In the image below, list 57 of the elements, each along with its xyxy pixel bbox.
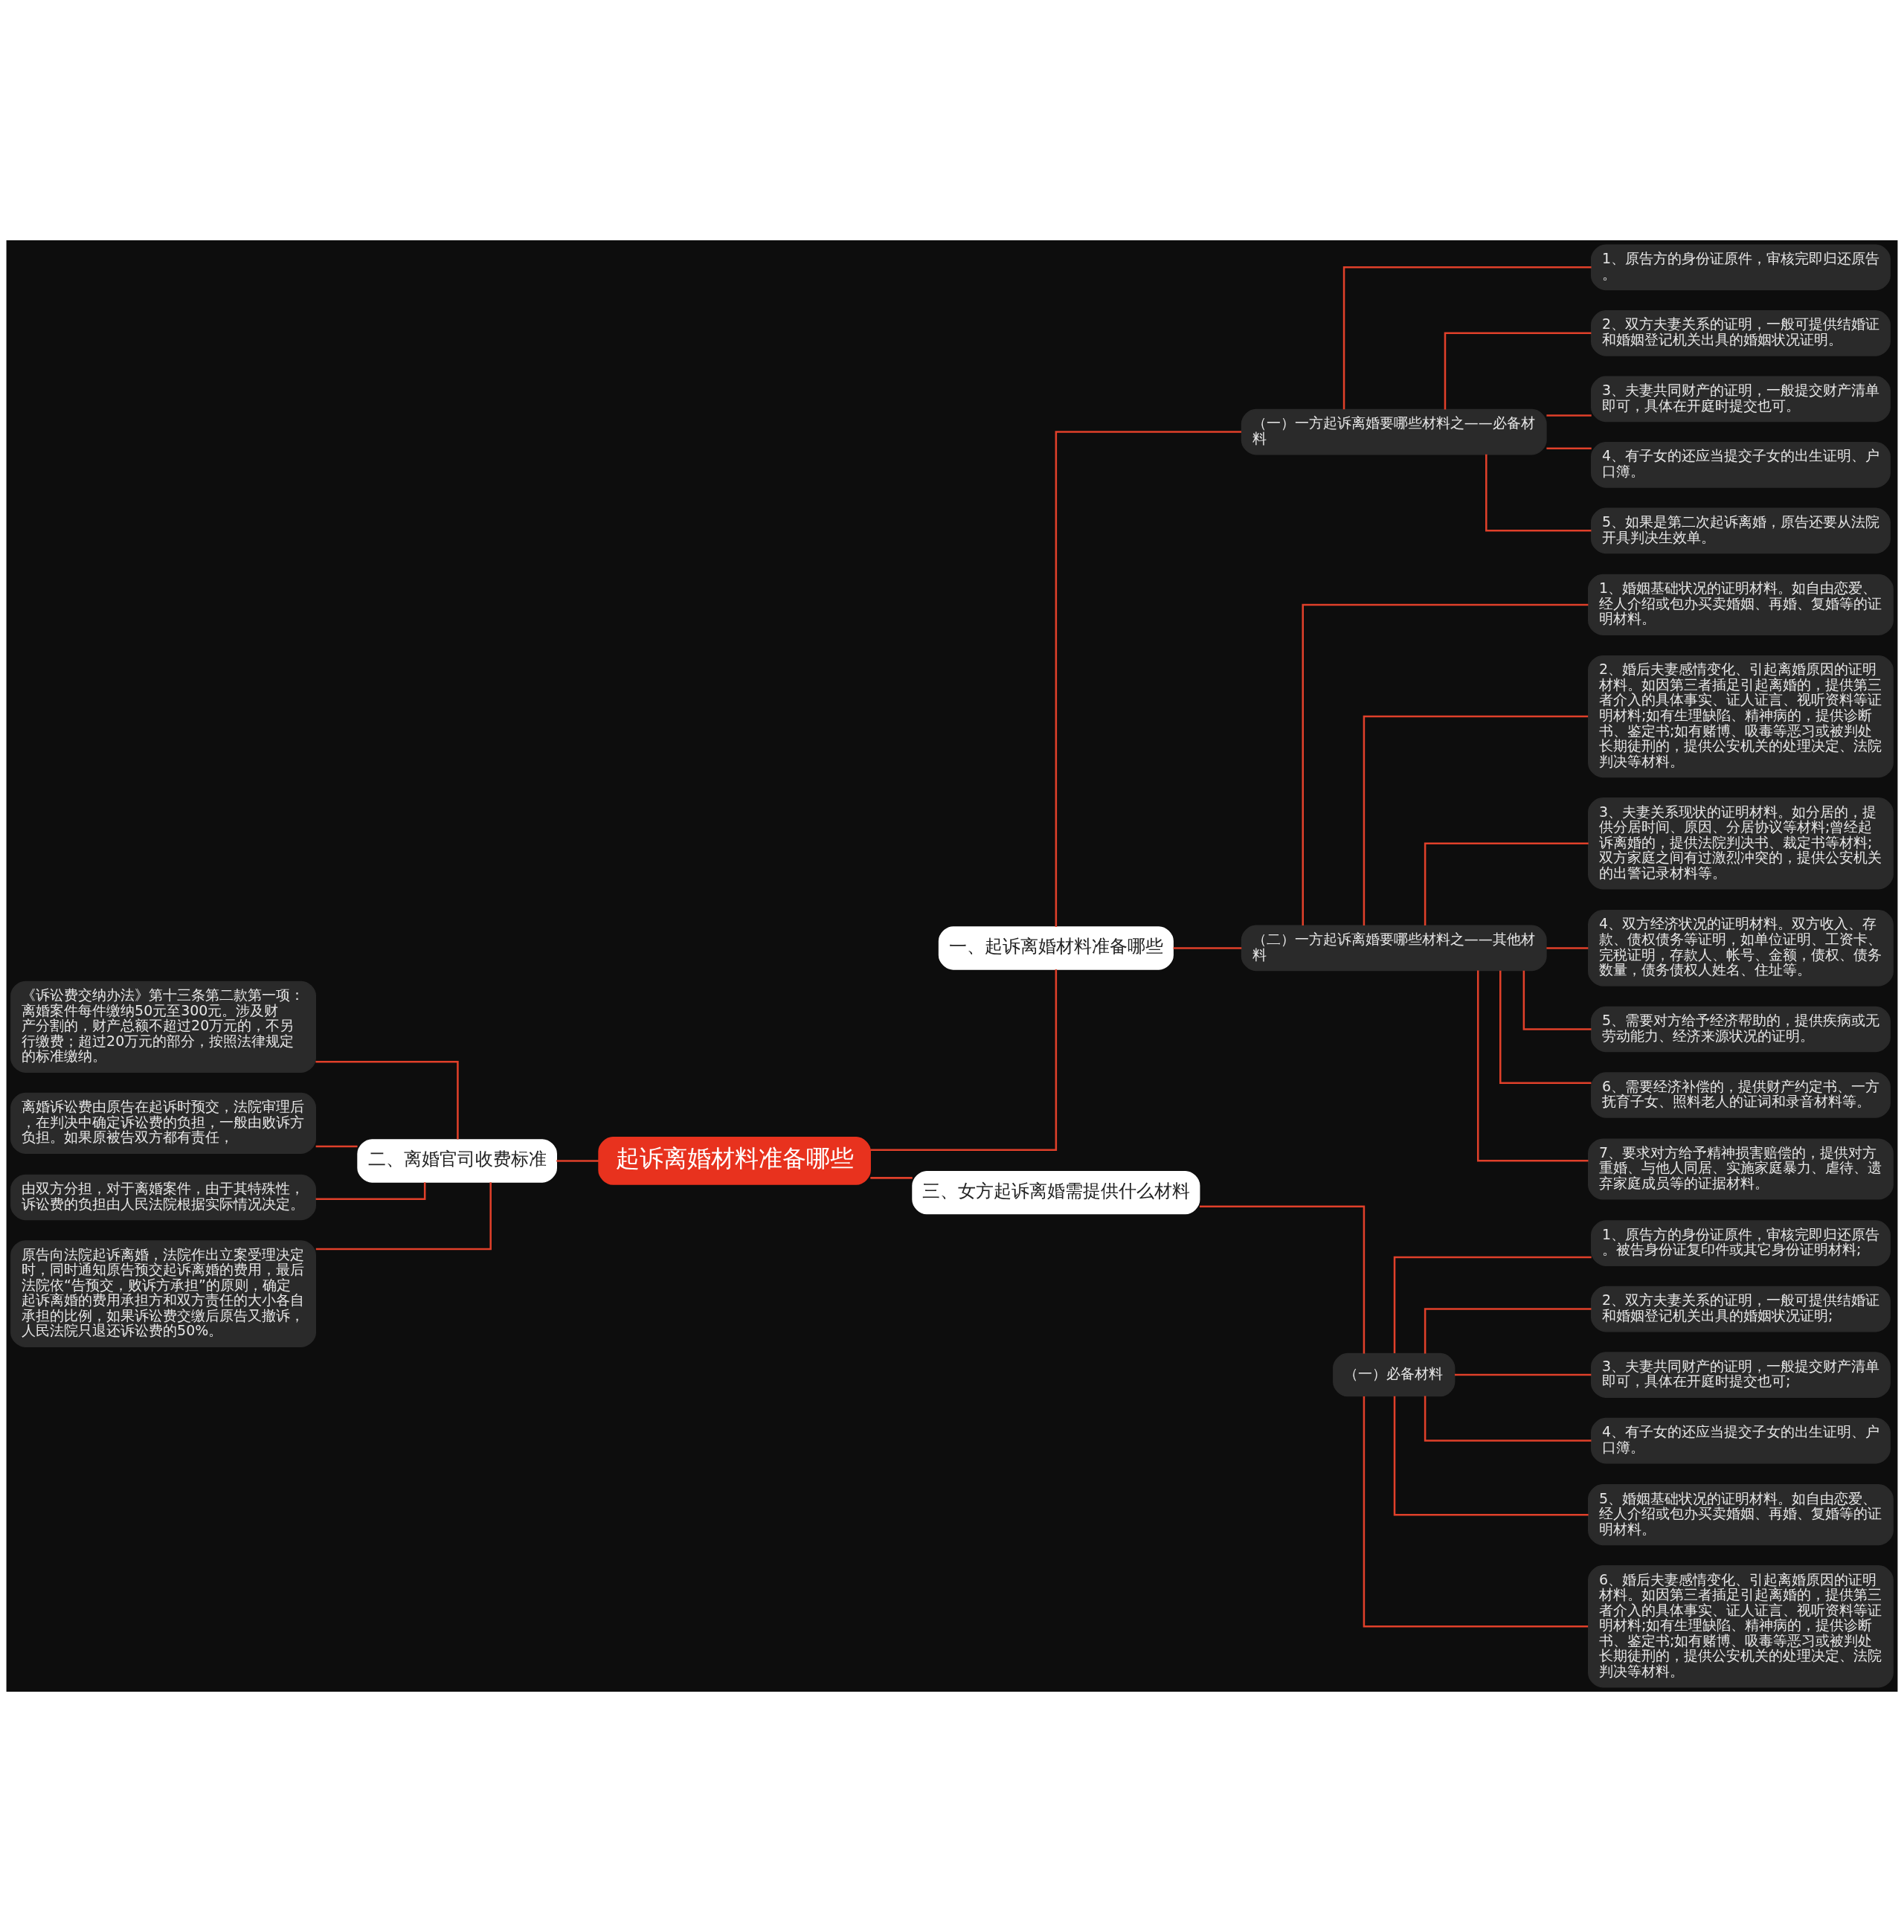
node-box: （一）必备材料: [1333, 1352, 1456, 1397]
connector: [1444, 332, 1592, 410]
connector: [1499, 970, 1592, 1084]
connector: [1055, 431, 1241, 927]
node-box: 6、婚后夫妻感情变化、引起离婚原因的证明材料。如因第三者插足引起离婚的，提供第三者介入的具体事实、证人证言、视听资料等证明材料;如有生理缺陷、精神病的，提供诊断书、鉴定书;如有赌博、吸毒等恶习或被判处长期徒刑的，提供公安机关的处理决定、法院判决等材料。: [1588, 1565, 1894, 1688]
node-box: 起诉离婚材料准备哪些: [598, 1137, 871, 1185]
node-box: 由双方分担，对于离婚案件，由于其特殊性，诉讼费的负担由人民法院根据实际情况决定。: [10, 1174, 316, 1221]
node-box: 4、双方经济状况的证明材料。双方收入、存款、债权债务等证明，如单位证明、工资卡、完税证明，存款人、帐号、金额，债权、债务数量，债务债权人姓名、住址等。: [1588, 910, 1894, 986]
node-box: 6、需要经济补偿的，提供财产约定书、一方抚育子女、照料老人的证词和录音材料等。: [1590, 1072, 1891, 1118]
connector: [556, 1160, 599, 1162]
node-box: 5、婚姻基础状况的证明材料。如自由恋爱、经人介绍或包办买卖婚姻、再婚、复婚等的证明材料。: [1588, 1484, 1894, 1546]
node-box: 离婚诉讼费由原告在起诉时预交，法院审理后，在判决中确定诉讼费的负担，一般由败诉方负担。如果原被告双方都有责任，: [10, 1092, 316, 1154]
connector: [1424, 1396, 1592, 1442]
connector: [1393, 1396, 1589, 1516]
connector: [315, 1182, 426, 1201]
node-box: 3、夫妻关系现状的证明材料。如分居的，提供分居时间、原因、分居协议等材料;曾经起诉离婚的，提供法院判决书、裁定书等材料;双方家庭之间有过激烈冲突的，提供公安机关的出警记录材料等。: [1588, 797, 1894, 890]
connector: [1363, 1396, 1589, 1628]
connector: [315, 1182, 492, 1251]
connector: [1302, 603, 1589, 926]
node-box: 一、起诉离婚材料准备哪些: [938, 926, 1174, 970]
connector: [315, 1145, 358, 1148]
node-box: （二）一方起诉离婚要哪些材料之——其他材料: [1241, 925, 1547, 972]
connector: [1522, 970, 1592, 1030]
connector: [1199, 1205, 1366, 1354]
connector: [1546, 414, 1592, 417]
node-box: 4、有子女的还应当提交子女的出生证明、户口簿。: [1590, 442, 1891, 488]
connector: [1424, 1308, 1592, 1354]
connector: [1546, 447, 1592, 449]
node-box: 二、离婚官司收费标准: [357, 1139, 557, 1183]
connector: [1546, 947, 1589, 949]
connector: [1363, 715, 1589, 925]
node-box: 4、有子女的还应当提交子女的出生证明、户口簿。: [1590, 1417, 1891, 1464]
node-box: 1、原告方的身份证原件，审核完即归还原告。被告身份证复印件或其它身份证明材料;: [1590, 1220, 1891, 1266]
node-box: 《诉讼费交纳办法》第十三条第二款第一项：离婚案件每件缴纳50元至300元。涉及财产分割的，财产总额不超过20万元的，不另行缴费；超过20万元的部分，按照法律规定的标准缴纳。: [10, 981, 316, 1073]
connector: [1476, 970, 1589, 1162]
node-box: 原告向法院起诉离婚，法院作出立案受理决定时，同时通知原告预交起诉离婚的费用，最后法院依“告预交，败诉方承担”的原则，确定起诉离婚的费用承担方和双方责任的大小各自承担的比例，如果诉讼费交缴后原告又撤诉，人民法院只退还诉讼费的50%。: [10, 1240, 316, 1347]
connector: [1393, 1256, 1592, 1354]
node-box: 2、双方夫妻关系的证明，一般可提供结婚证和婚姻登记机关出具的婚姻状况证明;: [1590, 1286, 1891, 1332]
node-box: 5、如果是第二次起诉离婚，原告还要从法院开具判决生效单。: [1590, 507, 1891, 554]
connector: [870, 1177, 913, 1179]
connector: [1342, 266, 1592, 410]
connector: [315, 1061, 459, 1140]
node-box: 3、夫妻共同财产的证明，一般提交财产清单即可，具体在开庭时提交也可;: [1590, 1352, 1891, 1398]
node-box: 2、双方夫妻关系的证明，一般可提供结婚证和婚姻登记机关出具的婚姻状况证明。: [1590, 310, 1891, 356]
node-box: 1、原告方的身份证原件，审核完即归还原告。: [1590, 244, 1891, 291]
connector: [1424, 842, 1589, 925]
node-box: 5、需要对方给予经济帮助的，提供疾病或无劳动能力、经济来源状况的证明。: [1590, 1006, 1891, 1053]
node-box: （一）一方起诉离婚要哪些材料之——必备材料: [1241, 408, 1547, 455]
node-box: 7、要求对方给予精神损害赔偿的，提供对方重婚、与他人同居、实施家庭暴力、虐待、遗弃家庭成员等的证据材料。: [1588, 1138, 1894, 1200]
connector: [1454, 1373, 1592, 1376]
connector: [1485, 454, 1592, 532]
node-box: 三、女方起诉离婚需提供什么材料: [912, 1170, 1200, 1215]
node-box: 3、夫妻共同财产的证明，一般提交财产清单即可，具体在开庭时提交也可。: [1590, 376, 1891, 423]
connector: [870, 969, 1058, 1151]
node-box: 2、婚后夫妻感情变化、引起离婚原因的证明材料。如因第三者插足引起离婚的，提供第三者介入的具体事实、证人证言、视听资料等证明材料;如有生理缺陷、精神病的，提供诊断书、鉴定书;如有赌博、吸毒等恶习或被判处长期徒刑的，提供公安机关的处理决定、法院判决等材料。: [1588, 655, 1894, 778]
connector: [1173, 947, 1242, 949]
node-box: 1、婚姻基础状况的证明材料。如自由恋爱、经人介绍或包办买卖婚姻、再婚、复婚等的证明材料。: [1588, 574, 1894, 635]
